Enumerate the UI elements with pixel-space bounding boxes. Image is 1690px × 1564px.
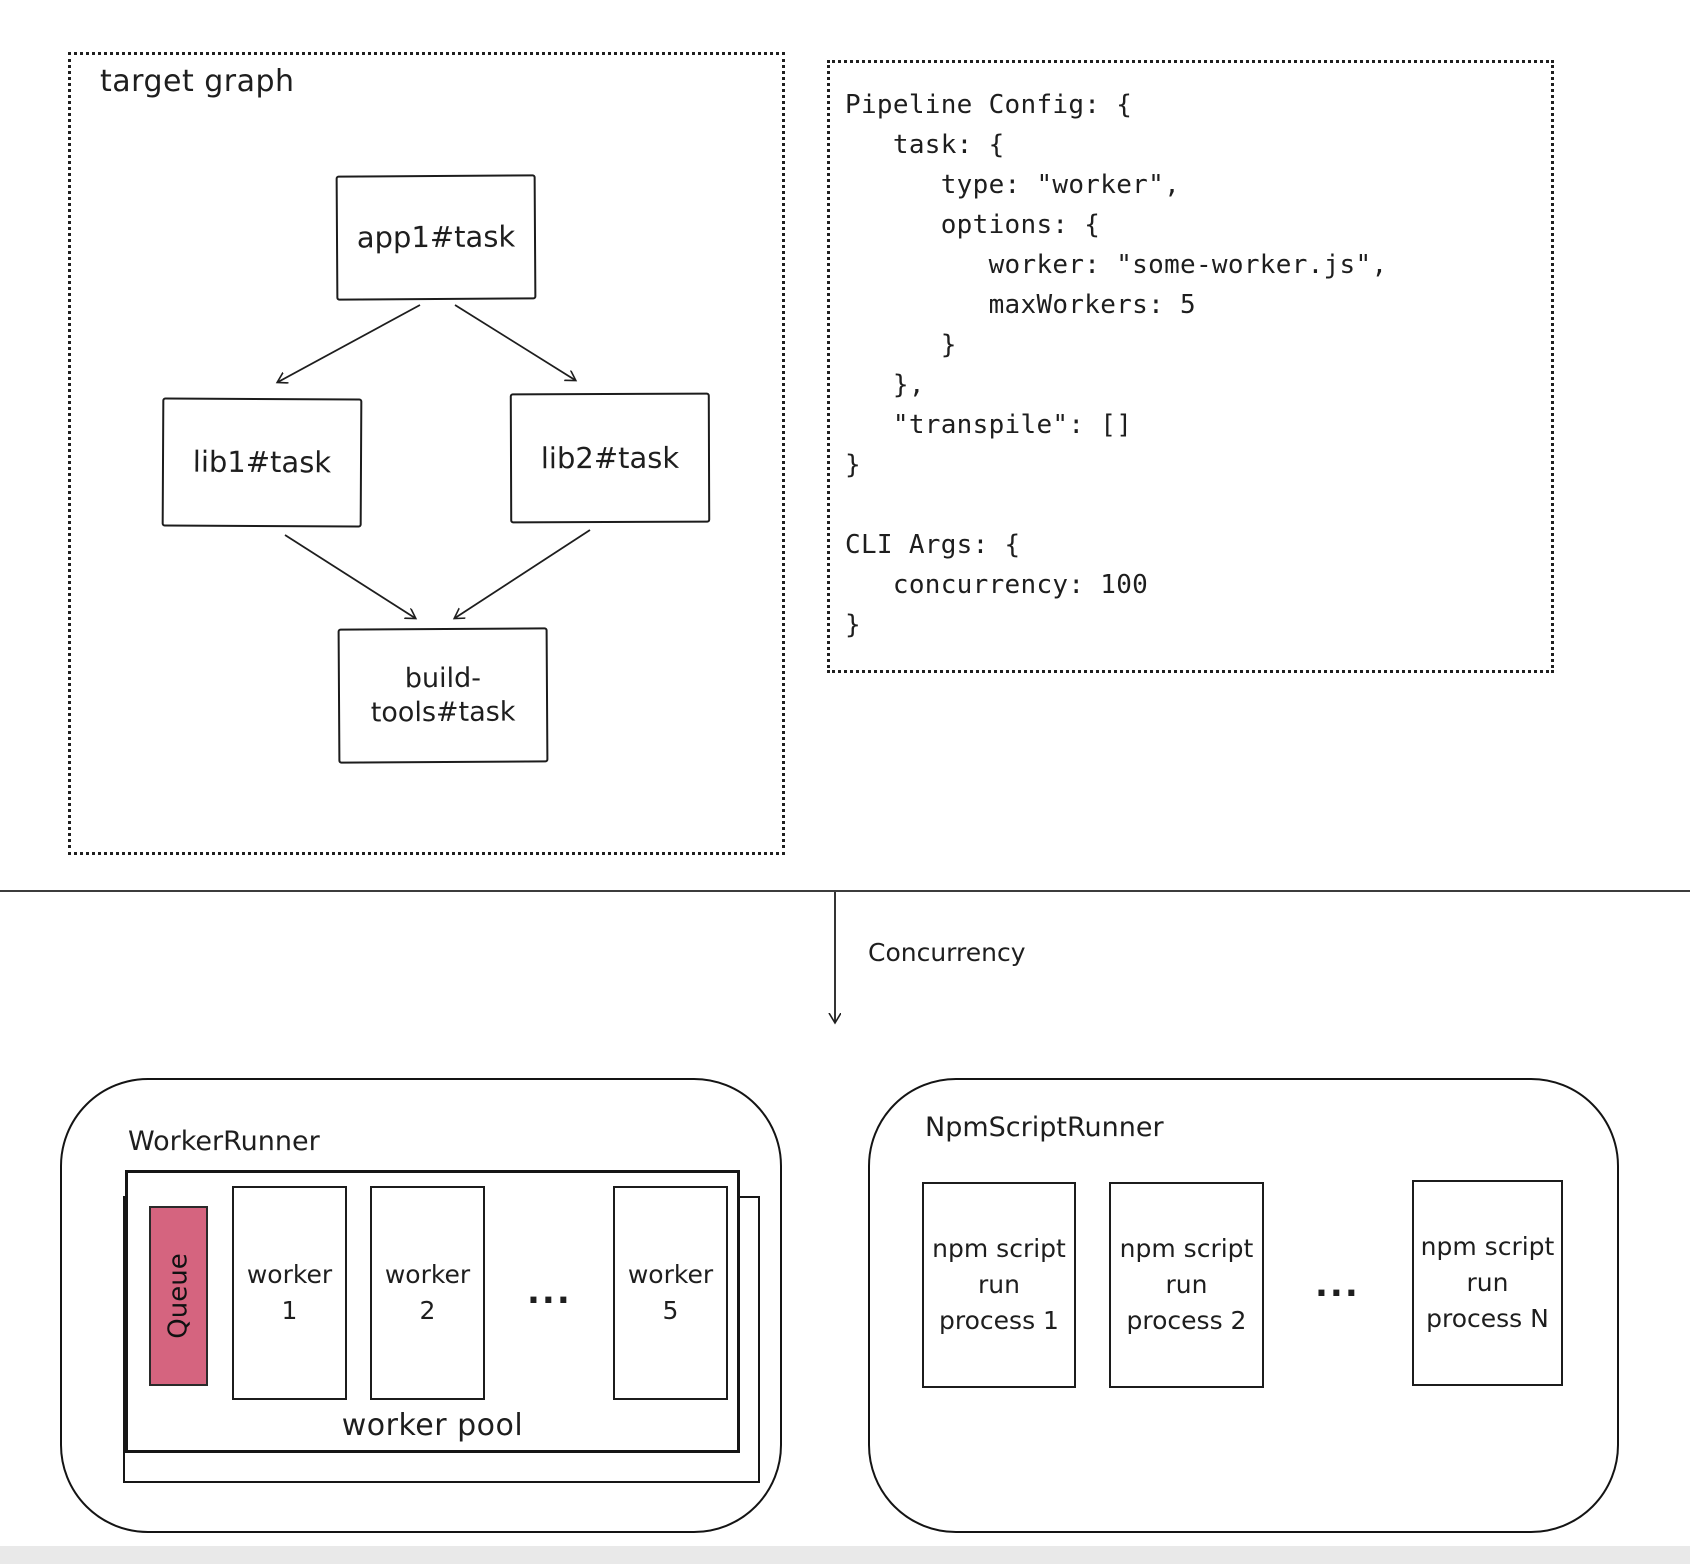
bottom-strip bbox=[0, 1546, 1690, 1564]
npm-script-runner-title: NpmScriptRunner bbox=[925, 1112, 1164, 1143]
pipeline-config-frame bbox=[827, 60, 1554, 673]
queue-label: Queue bbox=[163, 1253, 194, 1339]
graph-node-lib1-label: lib1#task bbox=[192, 445, 332, 480]
graph-node-app1-label: app1#task bbox=[356, 219, 516, 255]
graph-node-lib2-label: lib2#task bbox=[540, 440, 680, 476]
graph-node-app1: app1#task bbox=[335, 174, 537, 301]
queue-box: Queue bbox=[149, 1206, 208, 1386]
graph-node-build-tools: build-tools#task bbox=[337, 627, 549, 764]
target-graph-label: target graph bbox=[100, 64, 295, 99]
pipeline-config-code: Pipeline Config: { task: { type: "worker… bbox=[845, 90, 1388, 640]
npm-runner-ellipsis: ... bbox=[1315, 1265, 1360, 1305]
target-graph-frame bbox=[68, 52, 785, 855]
graph-node-build-tools-label: build-tools#task bbox=[370, 662, 516, 728]
graph-node-lib1: lib1#task bbox=[161, 397, 363, 528]
worker-runner-title: WorkerRunner bbox=[128, 1126, 320, 1157]
concurrency-arrow-label: Concurrency bbox=[868, 938, 1026, 967]
graph-node-lib2: lib2#task bbox=[509, 392, 711, 524]
section-divider bbox=[0, 890, 1690, 892]
worker-pool-ellipsis: ... bbox=[527, 1272, 572, 1312]
worker-pool-caption: worker pool bbox=[341, 1408, 524, 1443]
